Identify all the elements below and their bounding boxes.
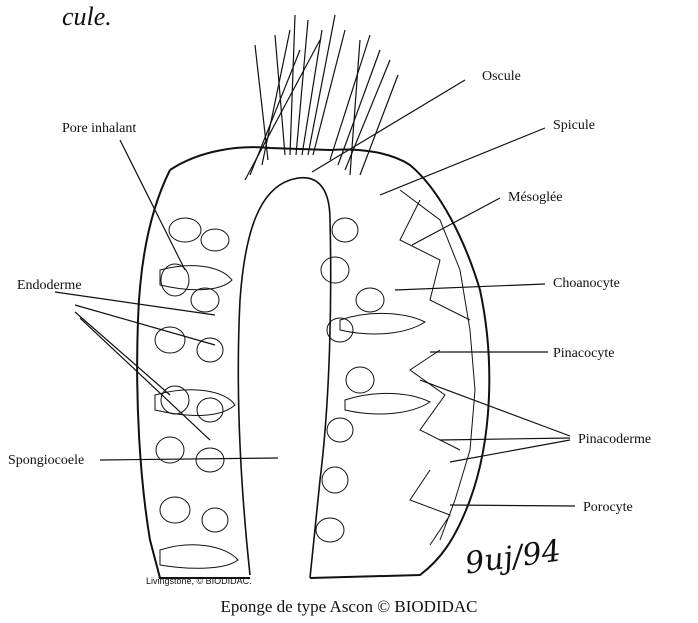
- label-spongiocoele: Spongiocoele: [8, 453, 84, 468]
- label-endoderme: Endoderme: [17, 278, 82, 293]
- cell-layer-right: [316, 190, 475, 545]
- label-mesoglee: Mésoglée: [508, 190, 562, 205]
- image-credit: Livingstone, © BIODIDAC.: [146, 576, 252, 586]
- spicule-bundle: [245, 15, 398, 180]
- label-porocyte: Porocyte: [583, 500, 633, 515]
- label-oscule: Oscule: [482, 69, 521, 84]
- label-pinacocyte: Pinacocyte: [553, 346, 614, 361]
- label-spicule: Spicule: [553, 118, 595, 133]
- label-pinacoderme: Pinacoderme: [578, 432, 651, 447]
- label-leaders: [55, 80, 575, 506]
- label-pore-inhalant: Pore inhalant: [62, 121, 136, 136]
- label-choanocyte: Choanocyte: [553, 276, 620, 291]
- figure-caption: Eponge de type Ascon © BIODIDAC: [0, 597, 698, 617]
